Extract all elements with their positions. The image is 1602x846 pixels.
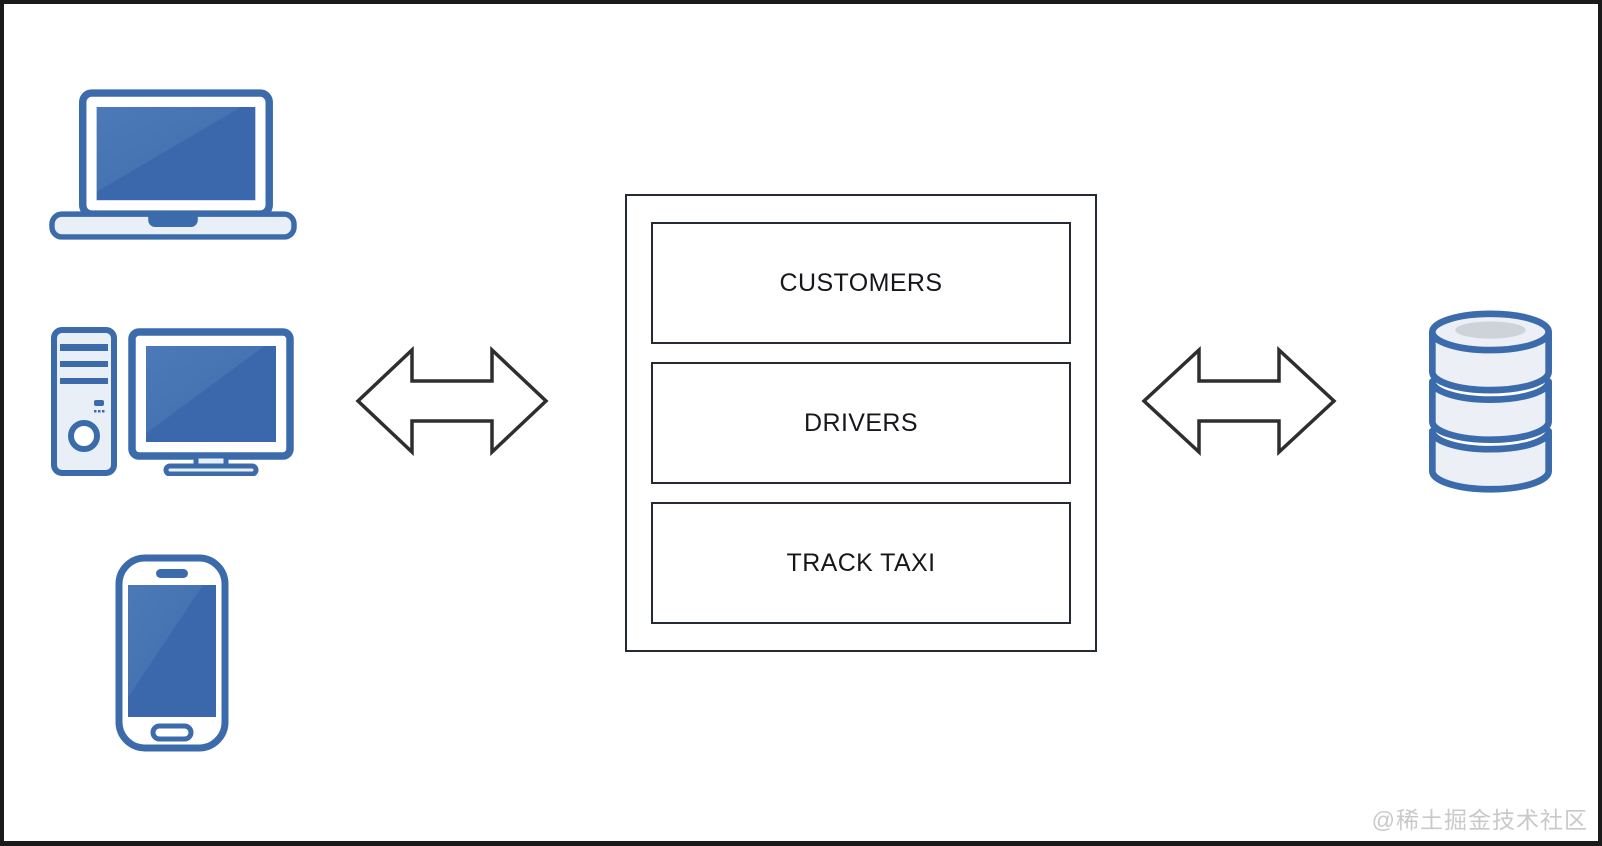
database-icon <box>1429 310 1552 493</box>
module-drivers: DRIVERS <box>651 362 1071 484</box>
database-icon <box>1419 307 1562 498</box>
desktop-computer-icon <box>49 324 294 476</box>
left-double-arrow-icon <box>355 346 549 456</box>
module-track-taxi: TRACK TAXI <box>651 502 1071 624</box>
smartphone-icon <box>115 554 229 752</box>
watermark: @稀土掘金技术社区 <box>1371 807 1588 833</box>
module-customers: CUSTOMERS <box>651 222 1071 344</box>
module-customers-label: CUSTOMERS <box>779 268 943 297</box>
smartphone-icon <box>115 554 229 752</box>
system-container: CUSTOMERS DRIVERS TRACK TAXI <box>625 194 1097 652</box>
right-double-arrow-icon <box>1141 346 1337 456</box>
module-track-taxi-label: TRACK TAXI <box>786 548 936 577</box>
laptop-icon <box>49 89 297 241</box>
laptop-icon <box>49 89 297 240</box>
left-double-arrow-icon <box>355 346 549 456</box>
right-double-arrow-icon <box>1141 346 1337 456</box>
module-drivers-label: DRIVERS <box>804 408 918 437</box>
desktop-computer-icon <box>51 327 294 476</box>
